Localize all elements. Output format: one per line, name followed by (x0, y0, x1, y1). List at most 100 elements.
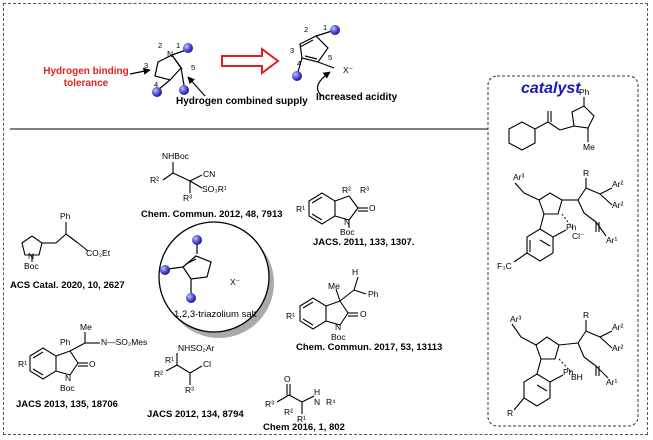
atom-n: N (167, 49, 174, 59)
transform-arrow (221, 47, 280, 75)
cat3-ar2a: Ar² (612, 322, 624, 332)
mol4-ph: Ph (368, 289, 379, 299)
catalyst-title: catalyst (521, 80, 581, 97)
cat3-ar1: Ar¹ (606, 377, 618, 387)
molecule-oxindole-2 (299, 276, 367, 330)
ring-number-3-right: 3 (290, 46, 295, 55)
mol7-r1: R¹ (297, 414, 306, 424)
hydrogen-binding-label: Hydrogen binding tolerance (43, 66, 129, 89)
catalyst-2 (513, 178, 613, 263)
top-right-triazolium (297, 30, 335, 73)
center-triazolium (167, 243, 212, 294)
mol6-nhso2ar: NHSO₂Ar (178, 343, 215, 353)
mol7-o: O (284, 374, 291, 384)
ref-jacs-2011: JACS. 2011, 133, 1307. (313, 237, 415, 248)
substituent-ball (179, 85, 189, 95)
supply-arrow (187, 76, 206, 97)
catalyst-box (487, 75, 639, 427)
mol3-boc: Boc (24, 261, 39, 271)
cat2-ar1: Ar¹ (606, 235, 618, 245)
mol2-r3: R³ (360, 185, 369, 195)
catalyst-1 (508, 97, 595, 151)
mol1-r3: R³ (183, 193, 192, 203)
x-minus-top: X⁻ (343, 65, 354, 75)
cat3-r: R (583, 310, 590, 320)
ring-number-1: 1 (176, 41, 181, 50)
substituent-ball (160, 265, 170, 275)
cat3-ar3: Ar³ (510, 314, 522, 324)
cat1-me: Me (583, 142, 595, 152)
molecule-oxindole-1 (308, 192, 368, 228)
cat2-ph: Ph (566, 222, 577, 232)
cat2-cf3: F₃C (497, 261, 512, 271)
mol5-boc: Boc (60, 383, 75, 393)
cat2-r: R (583, 168, 590, 178)
substituent-ball (186, 293, 196, 303)
molecule-aminonitrile (162, 162, 203, 193)
mol7-r4: R⁴ (326, 397, 336, 407)
hydrogen-supply-label: Hydrogen combined supply (176, 96, 308, 107)
mol5-n: N (65, 373, 72, 383)
mol6-r1: R¹ (165, 355, 174, 365)
mol5-nhso2mes: N—SO₂Mes (101, 337, 148, 347)
mol5-me: Me (80, 322, 92, 332)
substituent-ball (292, 71, 302, 81)
cat3-ph: Ph (563, 367, 574, 377)
mol1-nhboc: NHBoc (162, 151, 189, 161)
mol6-cl: Cl (203, 359, 212, 369)
molecule-chloroamine (165, 353, 203, 385)
cat2-ar2a: Ar² (612, 179, 624, 189)
mol5-o: O (89, 359, 96, 369)
substituent-ball (192, 235, 202, 245)
ref-chem-2016: Chem 2016, 1, 802 (263, 422, 345, 433)
mol2-r2: R² (342, 185, 351, 195)
mol2-o: O (369, 203, 376, 213)
ring-number-2: 2 (158, 41, 163, 50)
triazolium-salt-label: 1,2,3-triazolium salt (174, 309, 257, 320)
center-circle (158, 221, 270, 333)
mol1-cn: CN (203, 169, 216, 179)
cat2-ar2b: Ar² (612, 200, 624, 210)
binding-arrow (129, 67, 151, 75)
ring-number-1-right: 1 (323, 23, 328, 32)
mol3-ph: Ph (60, 211, 71, 221)
mol2-boc: Boc (340, 227, 355, 237)
ref-jacs-2012: JACS 2012, 134, 8794 (147, 409, 244, 420)
ring-number-3: 3 (144, 61, 149, 70)
outer-frame (3, 3, 648, 435)
cat3-ar2b: Ar² (612, 343, 624, 353)
mol3-co2et: CO₂Et (86, 248, 111, 258)
ring-number-2-right: 2 (304, 25, 309, 34)
top-left-triazole (154, 49, 187, 91)
ring-number-5-right: 5 (328, 53, 333, 62)
mol1-so3r1: SO₃R¹ (202, 184, 227, 194)
cat3-bh: BH (571, 372, 583, 382)
cat1-ph: Ph (579, 87, 590, 97)
mol2-r1: R¹ (296, 204, 305, 214)
x-minus-center: X⁻ (230, 277, 241, 287)
ring-number-4-right: 4 (297, 59, 302, 68)
mol4-n: N (335, 322, 342, 332)
increased-acidity-label: Increased acidity (316, 92, 398, 103)
mol7-n: N (314, 397, 321, 407)
mol4-o: O (360, 309, 367, 319)
acidity-arrow (316, 71, 331, 97)
ref-chem-commun-2012: Chem. Commun. 2012, 48, 7913 (141, 209, 283, 220)
mol2-n: N (344, 217, 351, 227)
molecule-pyrrolidine (21, 222, 89, 262)
mol4-boc: Boc (331, 332, 346, 342)
mol5-ph: Ph (60, 337, 71, 347)
molecule-oxindole-3 (29, 332, 100, 380)
cat2-cl: Cl⁻ (572, 231, 585, 241)
mol3-n: N (28, 251, 35, 261)
ref-acs-catal-2020: ACS Catal. 2020, 10, 2627 (10, 280, 125, 291)
substituent-ball (183, 43, 193, 53)
cat3-r-bottom: R (507, 408, 514, 418)
substituent-ball (152, 87, 162, 97)
cat2-ar3: Ar³ (513, 172, 525, 182)
mol7-r2: R² (284, 407, 293, 417)
mol5-r: R¹ (18, 359, 27, 369)
catalyst-3 (511, 320, 613, 411)
ref-chem-commun-2017: Chem. Commun. 2017, 53, 13113 (296, 342, 443, 353)
